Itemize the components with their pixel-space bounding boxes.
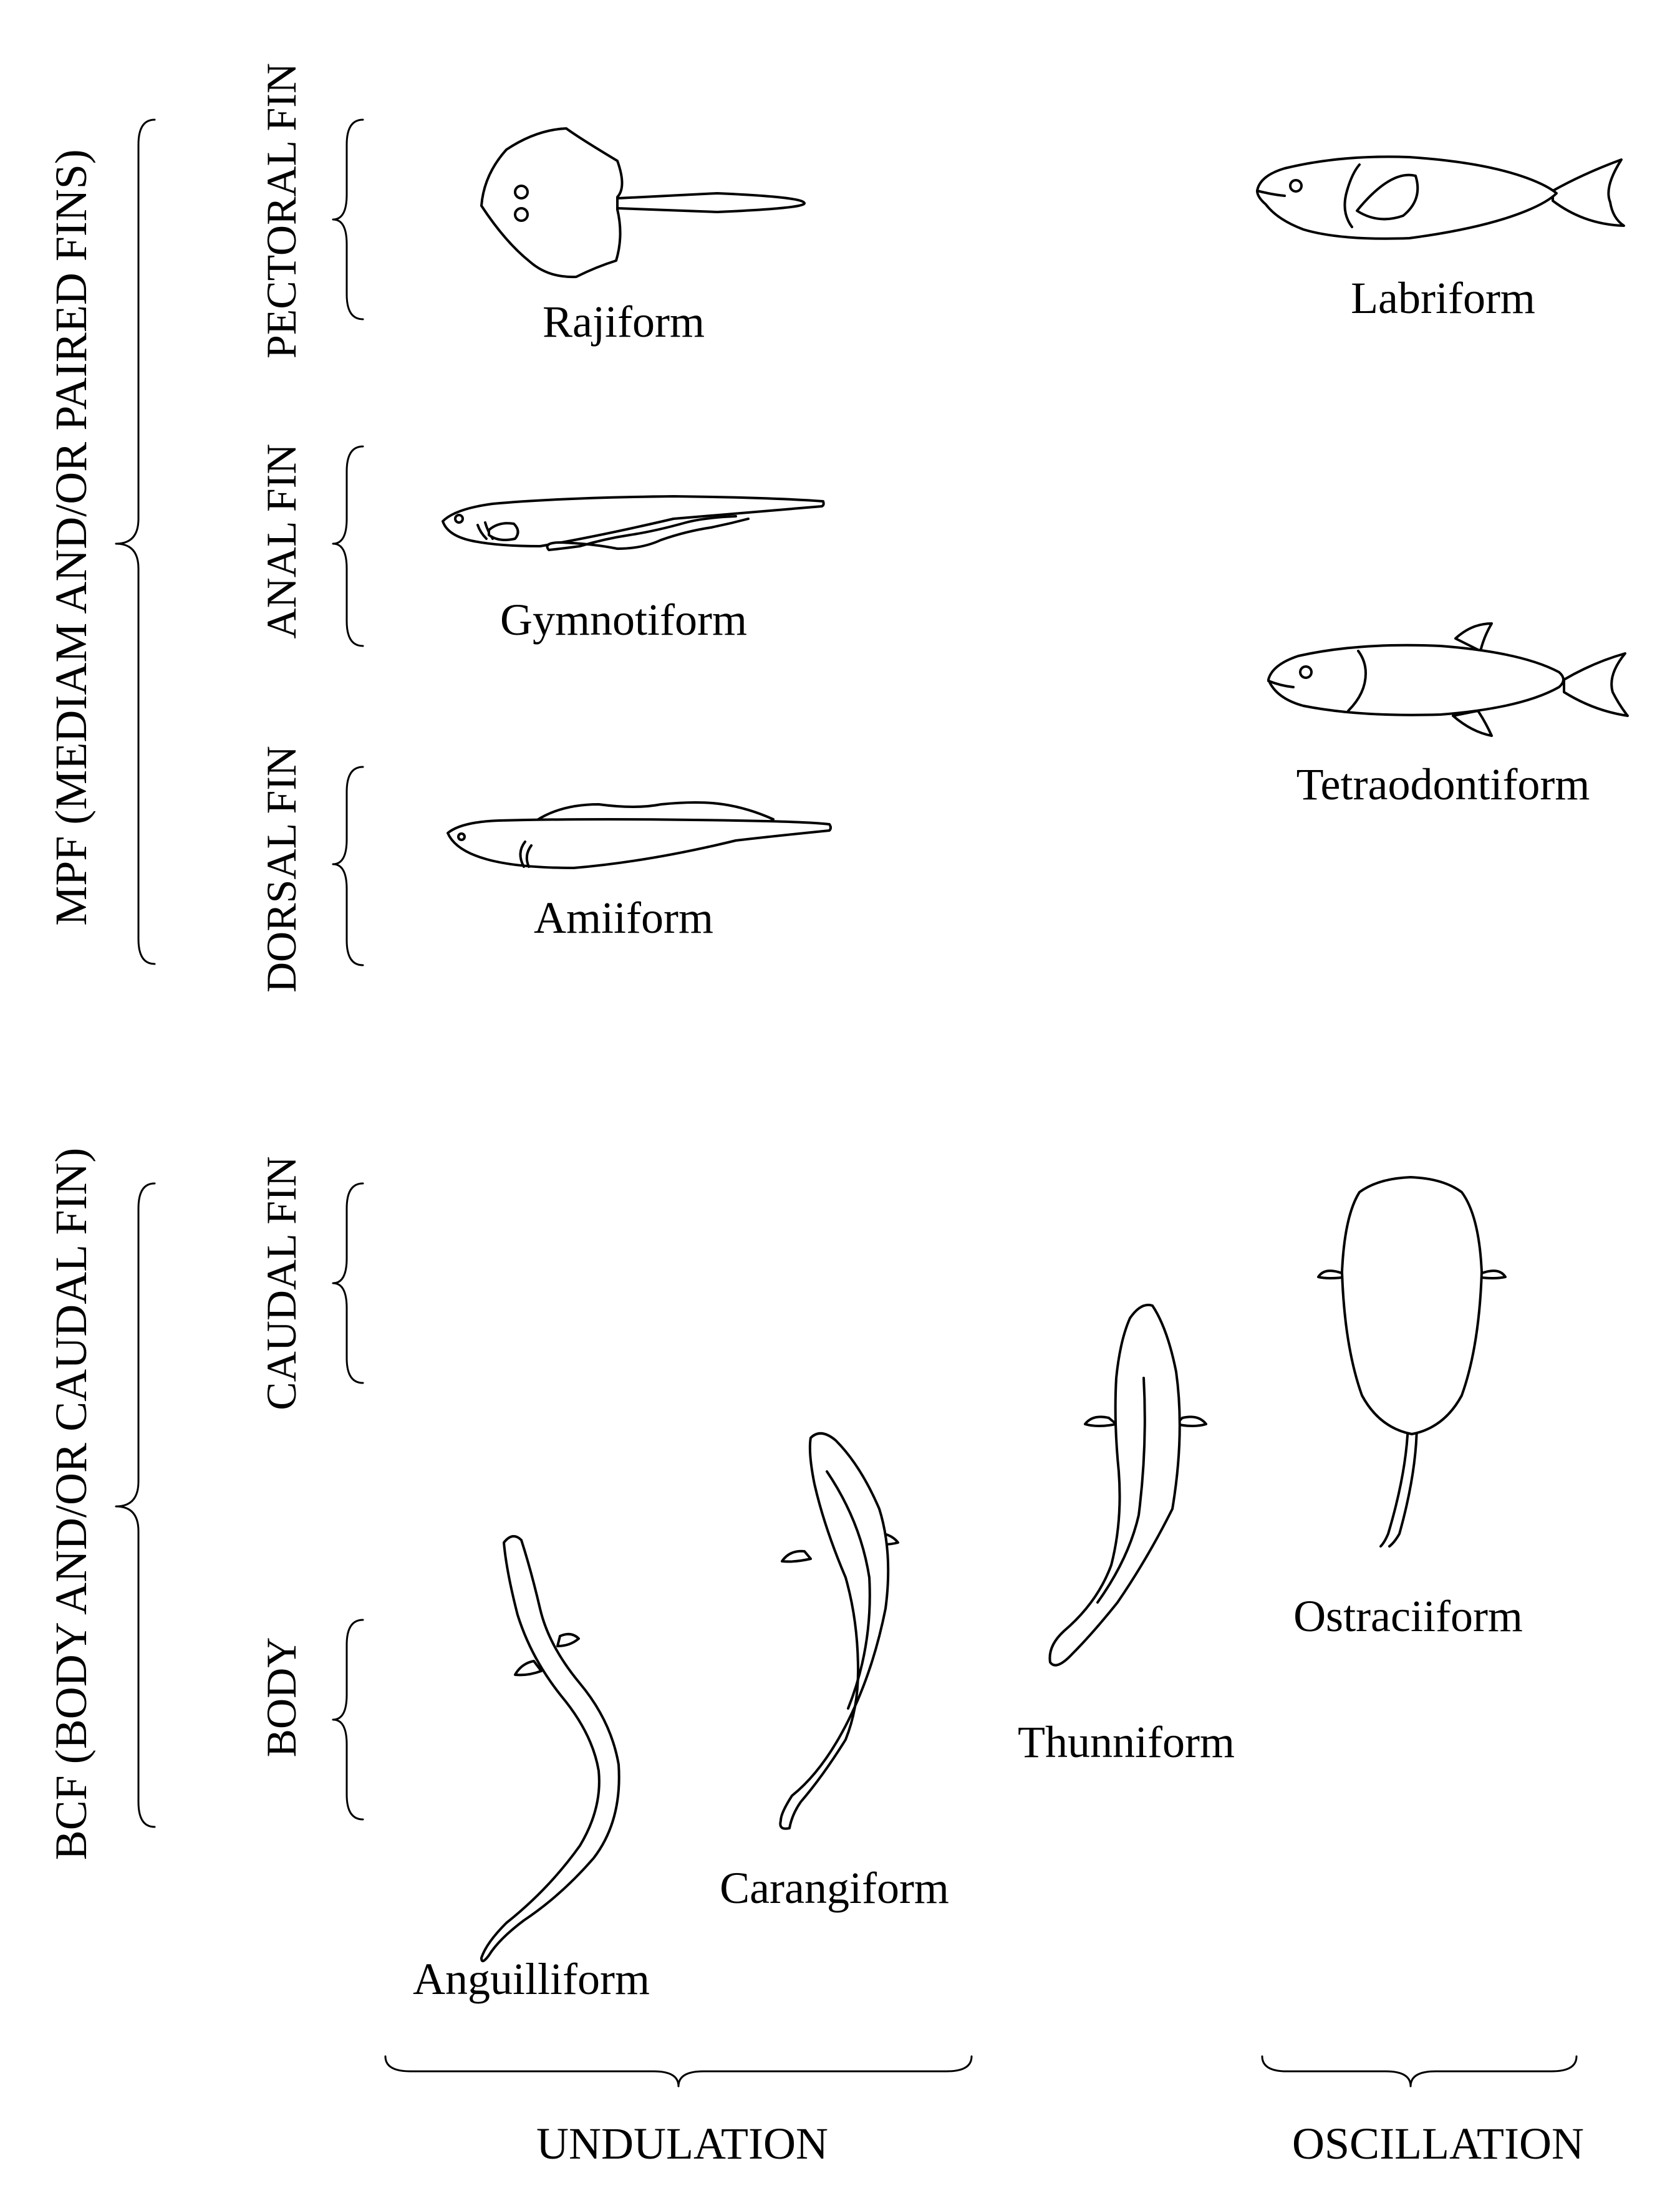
caudal-fin-label: CAUDAL FIN: [258, 1156, 305, 1410]
thunniform-fish-icon: [1048, 1304, 1207, 1667]
ostraciiform-label: Ostraciiform: [1293, 1591, 1523, 1641]
pectoral-brace: [332, 118, 364, 320]
rajiform-fish-icon: [480, 127, 806, 279]
anal-brace: [332, 445, 364, 647]
gymnotiform-label: Gymnotiform: [500, 595, 747, 645]
oscillation-label: OSCILLATION: [1292, 2119, 1584, 2169]
tetraodontiform-label: Tetraodontiform: [1296, 759, 1590, 809]
bcf-brace: [115, 1182, 156, 1828]
labriform-label: Labriform: [1351, 273, 1535, 323]
carangiform-label: Carangiform: [720, 1863, 949, 1913]
dorsal-brace: [332, 766, 364, 966]
ostraciiform-fish-icon: [1317, 1176, 1507, 1548]
bcf-label: BCF (BODY AND/OR CAUDAL FIN): [46, 1148, 96, 1861]
amiiform-fish-icon: [447, 801, 832, 869]
anal-fin-label: ANAL FIN: [258, 444, 305, 639]
carangiform-fish-icon: [779, 1432, 899, 1830]
caudal-brace: [332, 1182, 364, 1384]
mpf-label: MPF (MEDIAM AND/OR PAIRED FINS): [46, 149, 96, 926]
body-brace: [332, 1619, 364, 1821]
thunniform-label: Thunniform: [1018, 1717, 1235, 1767]
mpf-brace: [115, 118, 156, 965]
rajiform-label: Rajiform: [543, 297, 705, 347]
amiiform-label: Amiiform: [534, 893, 713, 943]
pectoral-fin-label: PECTORAL FIN: [258, 63, 305, 359]
labriform-fish-icon: [1256, 155, 1625, 240]
dorsal-fin-label: DORSAL FIN: [258, 746, 305, 993]
anguilliform-fish-icon: [480, 1535, 620, 1963]
body-label: BODY: [258, 1637, 305, 1758]
gymnotiform-fish-icon: [442, 495, 825, 551]
undulation-label: UNDULATION: [536, 2119, 828, 2169]
undulation-brace: [384, 2055, 973, 2088]
oscillation-brace: [1261, 2055, 1578, 2088]
tetraodontiform-fish-icon: [1267, 622, 1629, 737]
anguilliform-label: Anguilliform: [413, 1954, 650, 2004]
